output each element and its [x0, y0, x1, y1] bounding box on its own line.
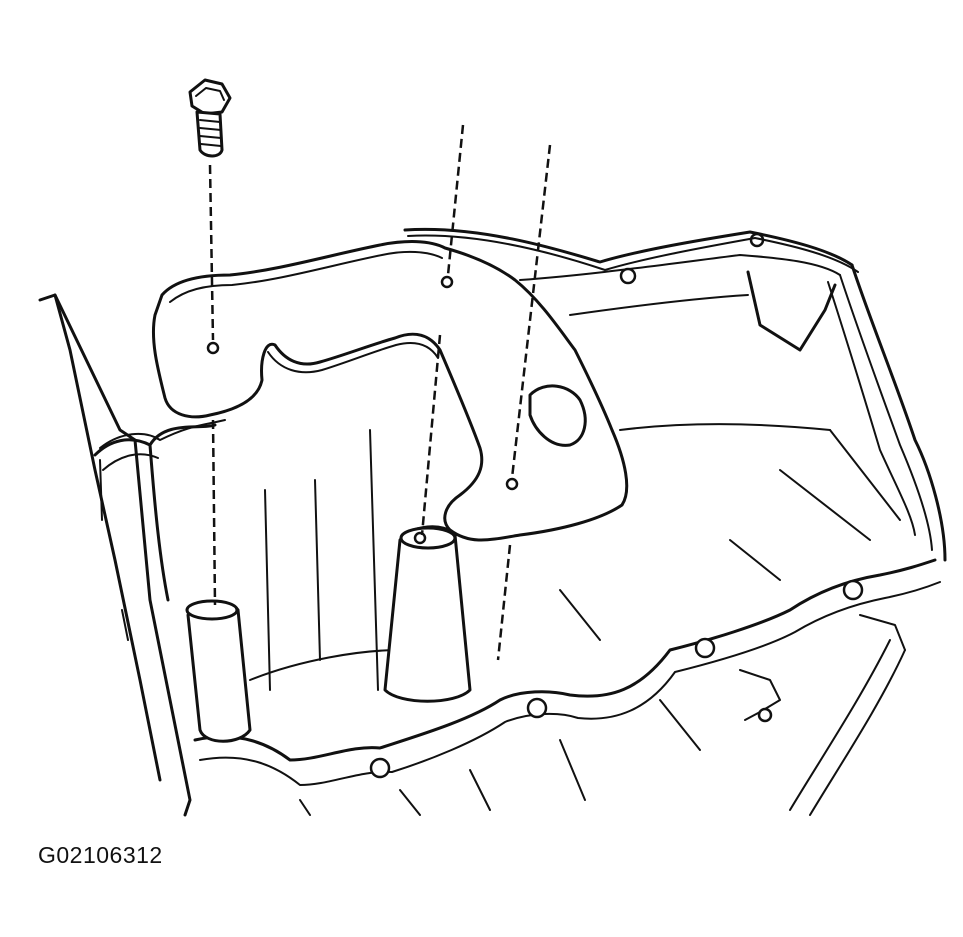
oil-pan — [38, 227, 947, 817]
figure-id-label: G02106312 — [38, 842, 163, 868]
oil-pan-gasket — [99, 234, 859, 449]
alignment-lines — [208, 124, 552, 661]
oil-pan-baffle — [151, 240, 629, 542]
bolt-icon — [188, 78, 232, 158]
